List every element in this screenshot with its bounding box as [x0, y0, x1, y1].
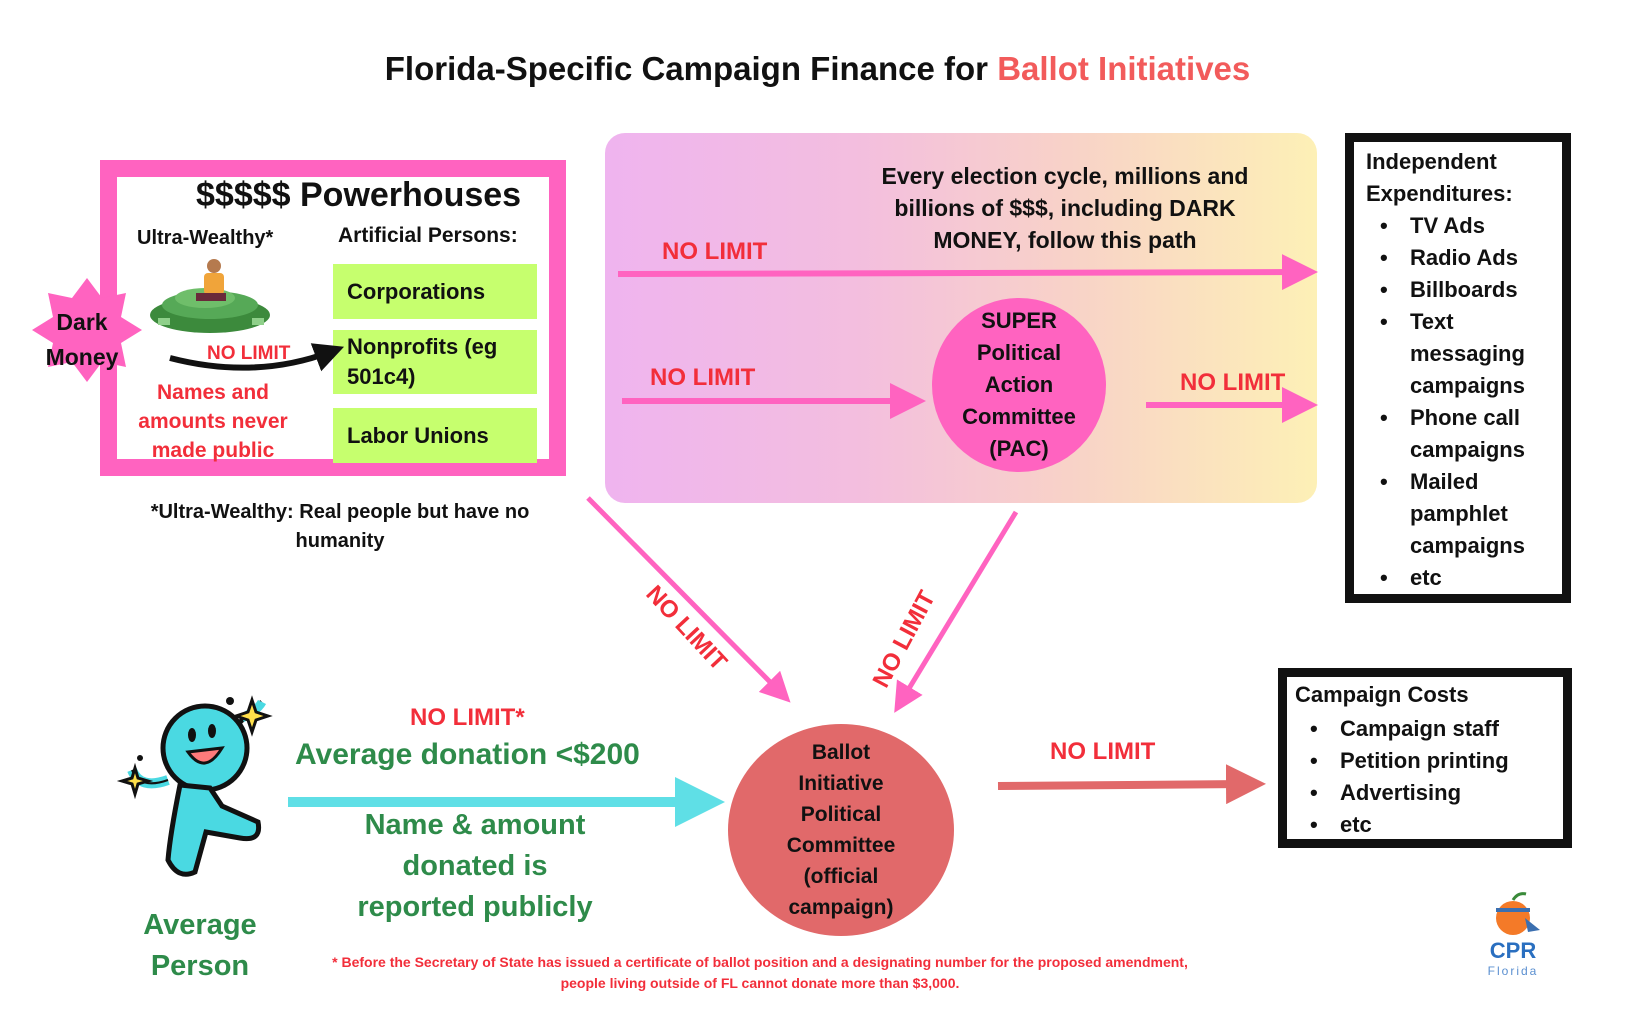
corporations-box: Corporations — [333, 264, 537, 319]
list-item: Phone call campaigns — [1380, 402, 1560, 466]
average-person-icon — [116, 695, 273, 877]
powerhouses-title: $$$$$ Powerhouses — [196, 176, 522, 214]
list-item: Mailed pamphlet campaigns — [1380, 466, 1560, 562]
arrow-powerhouses-to-ballot — [586, 496, 791, 703]
arrow-top-path — [617, 254, 1318, 291]
cpr-logo-icon — [1496, 892, 1540, 935]
no-limit-label-right: NO LIMIT — [1180, 369, 1286, 396]
independent-expenditures-box — [1345, 133, 1571, 603]
list-item: Billboards — [1380, 274, 1560, 306]
labor-unions-box: Labor Unions — [333, 408, 537, 463]
no-limit-star-label: NO LIMIT* — [410, 704, 525, 731]
money-pile-icon — [150, 288, 270, 333]
no-limit-label-mid: NO LIMIT — [650, 364, 756, 391]
footnote: * Before the Secretary of State has issu… — [332, 954, 1188, 991]
list-item: Text messaging campaigns — [1380, 306, 1560, 402]
artificial-persons-label: Artificial Persons: — [338, 224, 518, 247]
cpr-logo-subtext: Florida — [1487, 964, 1539, 978]
list-item: Advertising — [1310, 777, 1509, 809]
arrow-ballot-to-costs — [997, 764, 1266, 805]
dark-money-star — [32, 278, 142, 382]
ultra-wealthy-label: Ultra-Wealthy* — [137, 227, 274, 249]
cpr-logo-text: CPR — [1489, 938, 1537, 963]
campaign-costs-list: Campaign staff Petition printing Adverti… — [1310, 713, 1509, 841]
list-item: etc — [1310, 809, 1509, 841]
campaign-costs-title: Campaign Costs — [1295, 682, 1469, 707]
sparkle-icon — [231, 695, 273, 737]
list-item: Petition printing — [1310, 745, 1509, 777]
no-limit-label-top: NO LIMIT — [662, 238, 768, 265]
dark-money-arrow — [169, 343, 345, 372]
list-item: Campaign staff — [1310, 713, 1509, 745]
list-item: etc — [1380, 562, 1560, 594]
page-title: Florida-Specific Campaign Finance for Ba… — [384, 50, 1251, 87]
sparkle-icon — [116, 762, 154, 800]
list-item: TV Ads — [1380, 210, 1560, 242]
independent-expenditures-list: TV Ads Radio Ads Billboards Text messagi… — [1380, 210, 1560, 594]
no-limit-label-dark-money: NO LIMIT — [207, 343, 291, 364]
wealthy-person-icon — [196, 259, 226, 301]
campaign-costs-box — [1278, 668, 1572, 848]
average-donation-label: Average donation <$200 — [295, 738, 640, 771]
no-limit-label-bottom: NO LIMIT — [1050, 738, 1156, 765]
arrow-superpac-to-ballot — [894, 510, 1019, 713]
list-item: Radio Ads — [1380, 242, 1560, 274]
